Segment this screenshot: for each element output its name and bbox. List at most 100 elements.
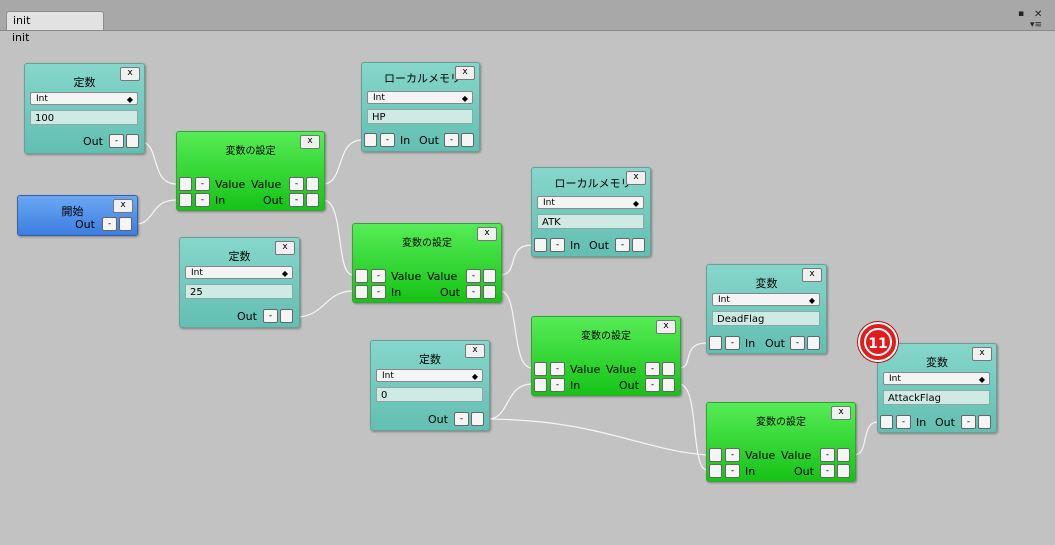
out-port[interactable] — [837, 464, 850, 478]
type-dropdown[interactable]: Int◆ — [883, 372, 990, 385]
in-minus-button[interactable]: - — [550, 378, 565, 392]
value-in-minus-button[interactable]: - — [195, 177, 210, 191]
value-in-port[interactable] — [355, 269, 368, 283]
type-dropdown[interactable]: Int◆ — [185, 266, 293, 279]
set-variable-node[interactable]: 変数の設定 x - Value Value - - In Out - — [352, 223, 502, 303]
value-in-port[interactable] — [534, 362, 547, 376]
in-minus-button[interactable]: - — [195, 193, 210, 207]
close-node-button[interactable]: x — [656, 320, 676, 334]
close-node-button[interactable]: x — [120, 67, 140, 81]
variable-node[interactable]: 変数 x Int◆ DeadFlag - In Out - — [706, 264, 827, 354]
in-port[interactable] — [709, 464, 722, 478]
in-port[interactable] — [709, 336, 722, 350]
value-in-label: Value — [391, 270, 422, 283]
value-out-minus-button[interactable]: - — [289, 177, 304, 191]
close-node-button[interactable]: x — [300, 135, 320, 149]
set-variable-node[interactable]: 変数の設定 x - Value Value - - In Out - — [531, 316, 681, 396]
close-node-button[interactable]: x — [477, 227, 497, 241]
variable-node[interactable]: 変数 x Int◆ AttackFlag - In Out - — [877, 343, 997, 433]
out-minus-button[interactable]: - — [102, 217, 117, 231]
options-icon[interactable]: ▾≡ — [1030, 20, 1043, 30]
value-input[interactable]: 25 — [185, 284, 293, 299]
out-minus-button[interactable]: - — [109, 134, 124, 148]
type-dropdown[interactable]: Int◆ — [537, 196, 644, 209]
type-dropdown[interactable]: Int◆ — [712, 293, 820, 306]
value-in-minus-button[interactable]: - — [725, 448, 740, 462]
out-port[interactable] — [280, 309, 293, 323]
close-node-button[interactable]: x — [275, 241, 295, 255]
local-memory-node[interactable]: ローカルメモリ x Int◆ ATK - In Out - — [531, 167, 651, 257]
menu-icon[interactable]: ▪ — [1018, 9, 1025, 19]
close-node-button[interactable]: x — [802, 268, 822, 282]
out-port[interactable] — [461, 133, 474, 147]
start-node[interactable]: 開始 x Out - — [17, 195, 138, 236]
out-minus-button[interactable]: - — [820, 464, 835, 478]
close-node-button[interactable]: x — [465, 344, 485, 358]
value-in-port[interactable] — [179, 177, 192, 191]
in-port[interactable] — [179, 193, 192, 207]
out-minus-button[interactable]: - — [790, 336, 805, 350]
out-port[interactable] — [978, 415, 991, 429]
tab-init[interactable]: init — [6, 11, 104, 30]
constant-node[interactable]: 定数 x Int◆ 0 Out - — [370, 340, 490, 431]
constant-node[interactable]: 定数 x Int◆ 25 Out - — [179, 237, 300, 328]
value-input[interactable]: ATK — [537, 214, 644, 229]
constant-node[interactable]: 定数 x Int◆ 100 Out - — [24, 63, 145, 154]
out-port[interactable] — [471, 412, 484, 426]
out-label: Out — [237, 310, 257, 323]
close-node-button[interactable]: x — [455, 66, 475, 80]
value-input[interactable]: AttackFlag — [883, 390, 990, 405]
value-in-minus-button[interactable]: - — [371, 269, 386, 283]
in-minus-button[interactable]: - — [725, 336, 740, 350]
type-dropdown[interactable]: Int◆ — [30, 92, 138, 105]
close-node-button[interactable]: x — [972, 347, 992, 361]
in-minus-button[interactable]: - — [896, 415, 911, 429]
out-minus-button[interactable]: - — [263, 309, 278, 323]
in-port[interactable] — [880, 415, 893, 429]
set-variable-node[interactable]: 変数の設定 x - Value Value - - In Out - — [176, 131, 325, 211]
in-port[interactable] — [364, 133, 377, 147]
value-in-minus-button[interactable]: - — [550, 362, 565, 376]
out-minus-button[interactable]: - — [444, 133, 459, 147]
type-dropdown[interactable]: Int◆ — [367, 91, 473, 104]
value-out-port[interactable] — [306, 177, 319, 191]
in-minus-button[interactable]: - — [550, 238, 565, 252]
value-in-port[interactable] — [709, 448, 722, 462]
value-input[interactable]: HP — [367, 109, 473, 124]
value-input[interactable]: 100 — [30, 110, 138, 125]
out-port[interactable] — [807, 336, 820, 350]
value-input[interactable]: DeadFlag — [712, 311, 820, 326]
in-minus-button[interactable]: - — [725, 464, 740, 478]
close-node-button[interactable]: x — [831, 406, 851, 420]
out-port[interactable] — [306, 193, 319, 207]
out-minus-button[interactable]: - — [961, 415, 976, 429]
value-out-port[interactable] — [483, 269, 496, 283]
out-port[interactable] — [126, 134, 139, 148]
out-port[interactable] — [632, 238, 645, 252]
local-memory-node[interactable]: ローカルメモリ x Int◆ HP - In Out - — [361, 62, 480, 152]
out-minus-button[interactable]: - — [466, 285, 481, 299]
out-port[interactable] — [662, 378, 675, 392]
value-out-minus-button[interactable]: - — [820, 448, 835, 462]
value-out-minus-button[interactable]: - — [645, 362, 660, 376]
value-out-port[interactable] — [662, 362, 675, 376]
out-minus-button[interactable]: - — [454, 412, 469, 426]
out-port[interactable] — [483, 285, 496, 299]
in-port[interactable] — [534, 238, 547, 252]
value-input[interactable]: 0 — [376, 387, 483, 402]
out-port[interactable] — [119, 217, 132, 231]
in-port[interactable] — [355, 285, 368, 299]
close-node-button[interactable]: x — [626, 171, 646, 185]
value-out-minus-button[interactable]: - — [466, 269, 481, 283]
out-minus-button[interactable]: - — [645, 378, 660, 392]
in-port[interactable] — [534, 378, 547, 392]
in-minus-button[interactable]: - — [380, 133, 395, 147]
value-out-port[interactable] — [837, 448, 850, 462]
close-node-button[interactable]: x — [113, 199, 133, 213]
out-minus-button[interactable]: - — [289, 193, 304, 207]
set-variable-node[interactable]: 変数の設定 x - Value Value - - In Out - — [706, 402, 856, 482]
out-minus-button[interactable]: - — [615, 238, 630, 252]
type-dropdown[interactable]: Int◆ — [376, 369, 483, 382]
close-icon[interactable]: ✕ — [1034, 9, 1043, 20]
in-minus-button[interactable]: - — [371, 285, 386, 299]
